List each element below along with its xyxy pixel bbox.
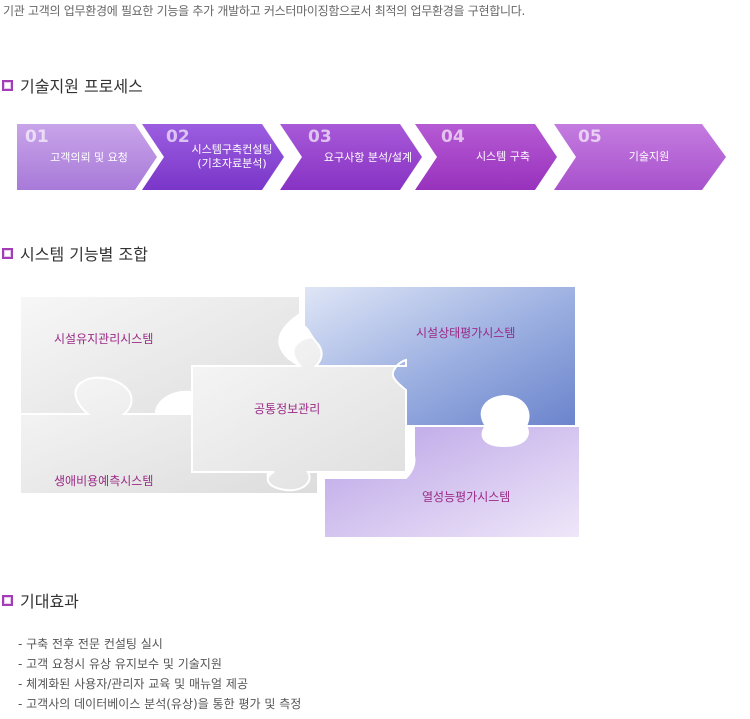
list-item: - 고객 요청시 유상 유지보수 및 기술지원 — [18, 657, 222, 671]
puzzle-label-bottom-left: 생애비용예측시스템 — [54, 474, 154, 488]
puzzle-diagram: 시설유지관리시스템 시설상태평가시스템 공통정보관리 생애비용예측시스템 열성능… — [18, 286, 580, 542]
process-step-3: 03 요구사항 분석/설계 — [280, 124, 422, 190]
section-title-process: 기술지원 프로세스 — [2, 73, 143, 97]
square-bullet-icon — [2, 594, 13, 606]
puzzle-label-top-left: 시설유지관리시스템 — [54, 332, 154, 346]
step-label: 고객의뢰 및 요청 — [50, 151, 128, 164]
process-step-5: 05 기술지원 — [554, 124, 726, 190]
list-item: - 고객사의 데이터베이스 분석(유상)을 통한 평가 및 측정 — [18, 697, 302, 711]
puzzle-label-bottom-right: 열성능평가시스템 — [422, 490, 511, 504]
puzzle-piece-top-right — [303, 286, 577, 427]
section-title-text: 시스템 기능별 조합 — [20, 245, 148, 264]
step-number: 03 — [308, 127, 332, 147]
step-number: 01 — [25, 127, 49, 147]
puzzle-piece-bottom-right — [323, 425, 580, 539]
process-arrow-shape — [280, 124, 422, 190]
step-number: 02 — [166, 127, 190, 147]
process-step-1: 01 고객의뢰 및 요청 — [17, 124, 157, 190]
list-item: - 체계화된 사용자/관리자 교육 및 매뉴얼 제공 — [18, 677, 248, 691]
square-bullet-icon — [2, 247, 13, 259]
section-title-text: 기술지원 프로세스 — [20, 77, 143, 96]
section-title-combo: 시스템 기능별 조합 — [2, 241, 148, 265]
intro-text: 기관 고객의 업무환경에 필요한 기능을 추가 개발하고 커스터마이징함으로서 … — [3, 4, 525, 18]
step-label: 시스템구축컨설팅 (기초자료분석) — [191, 143, 273, 170]
square-bullet-icon — [2, 79, 13, 91]
process-arrow-shape — [554, 124, 726, 190]
step-label: 시스템 구축 — [475, 150, 531, 163]
process-arrow-shape — [142, 124, 284, 190]
section-title-text: 기대효과 — [20, 592, 79, 611]
step-label: 기술지원 — [628, 150, 670, 163]
step-number: 05 — [578, 127, 602, 147]
list-item: - 구축 전후 전문 컨설팅 실시 — [18, 637, 163, 651]
puzzle-label-top-right: 시설상태평가시스템 — [416, 326, 516, 340]
process-arrow-shape — [17, 124, 157, 190]
section-title-effects: 기대효과 — [2, 588, 79, 612]
step-label: 요구사항 분석/설계 — [323, 151, 413, 164]
process-step-2: 02 시스템구축컨설팅 (기초자료분석) — [142, 124, 284, 190]
puzzle-label-center: 공통정보관리 — [254, 402, 321, 416]
process-step-4: 04 시스템 구축 — [415, 124, 557, 190]
process-arrow-shape — [415, 124, 557, 190]
process-flow: 01 고객의뢰 및 요청 02 시스템구축컨설팅 (기초자료분석) 03 요구사… — [17, 124, 727, 190]
puzzle-pieces — [19, 286, 580, 539]
effects-list: - 구축 전후 전문 컨설팅 실시 - 고객 요청시 유상 유지보수 및 기술지… — [18, 634, 301, 714]
step-number: 04 — [441, 127, 465, 147]
